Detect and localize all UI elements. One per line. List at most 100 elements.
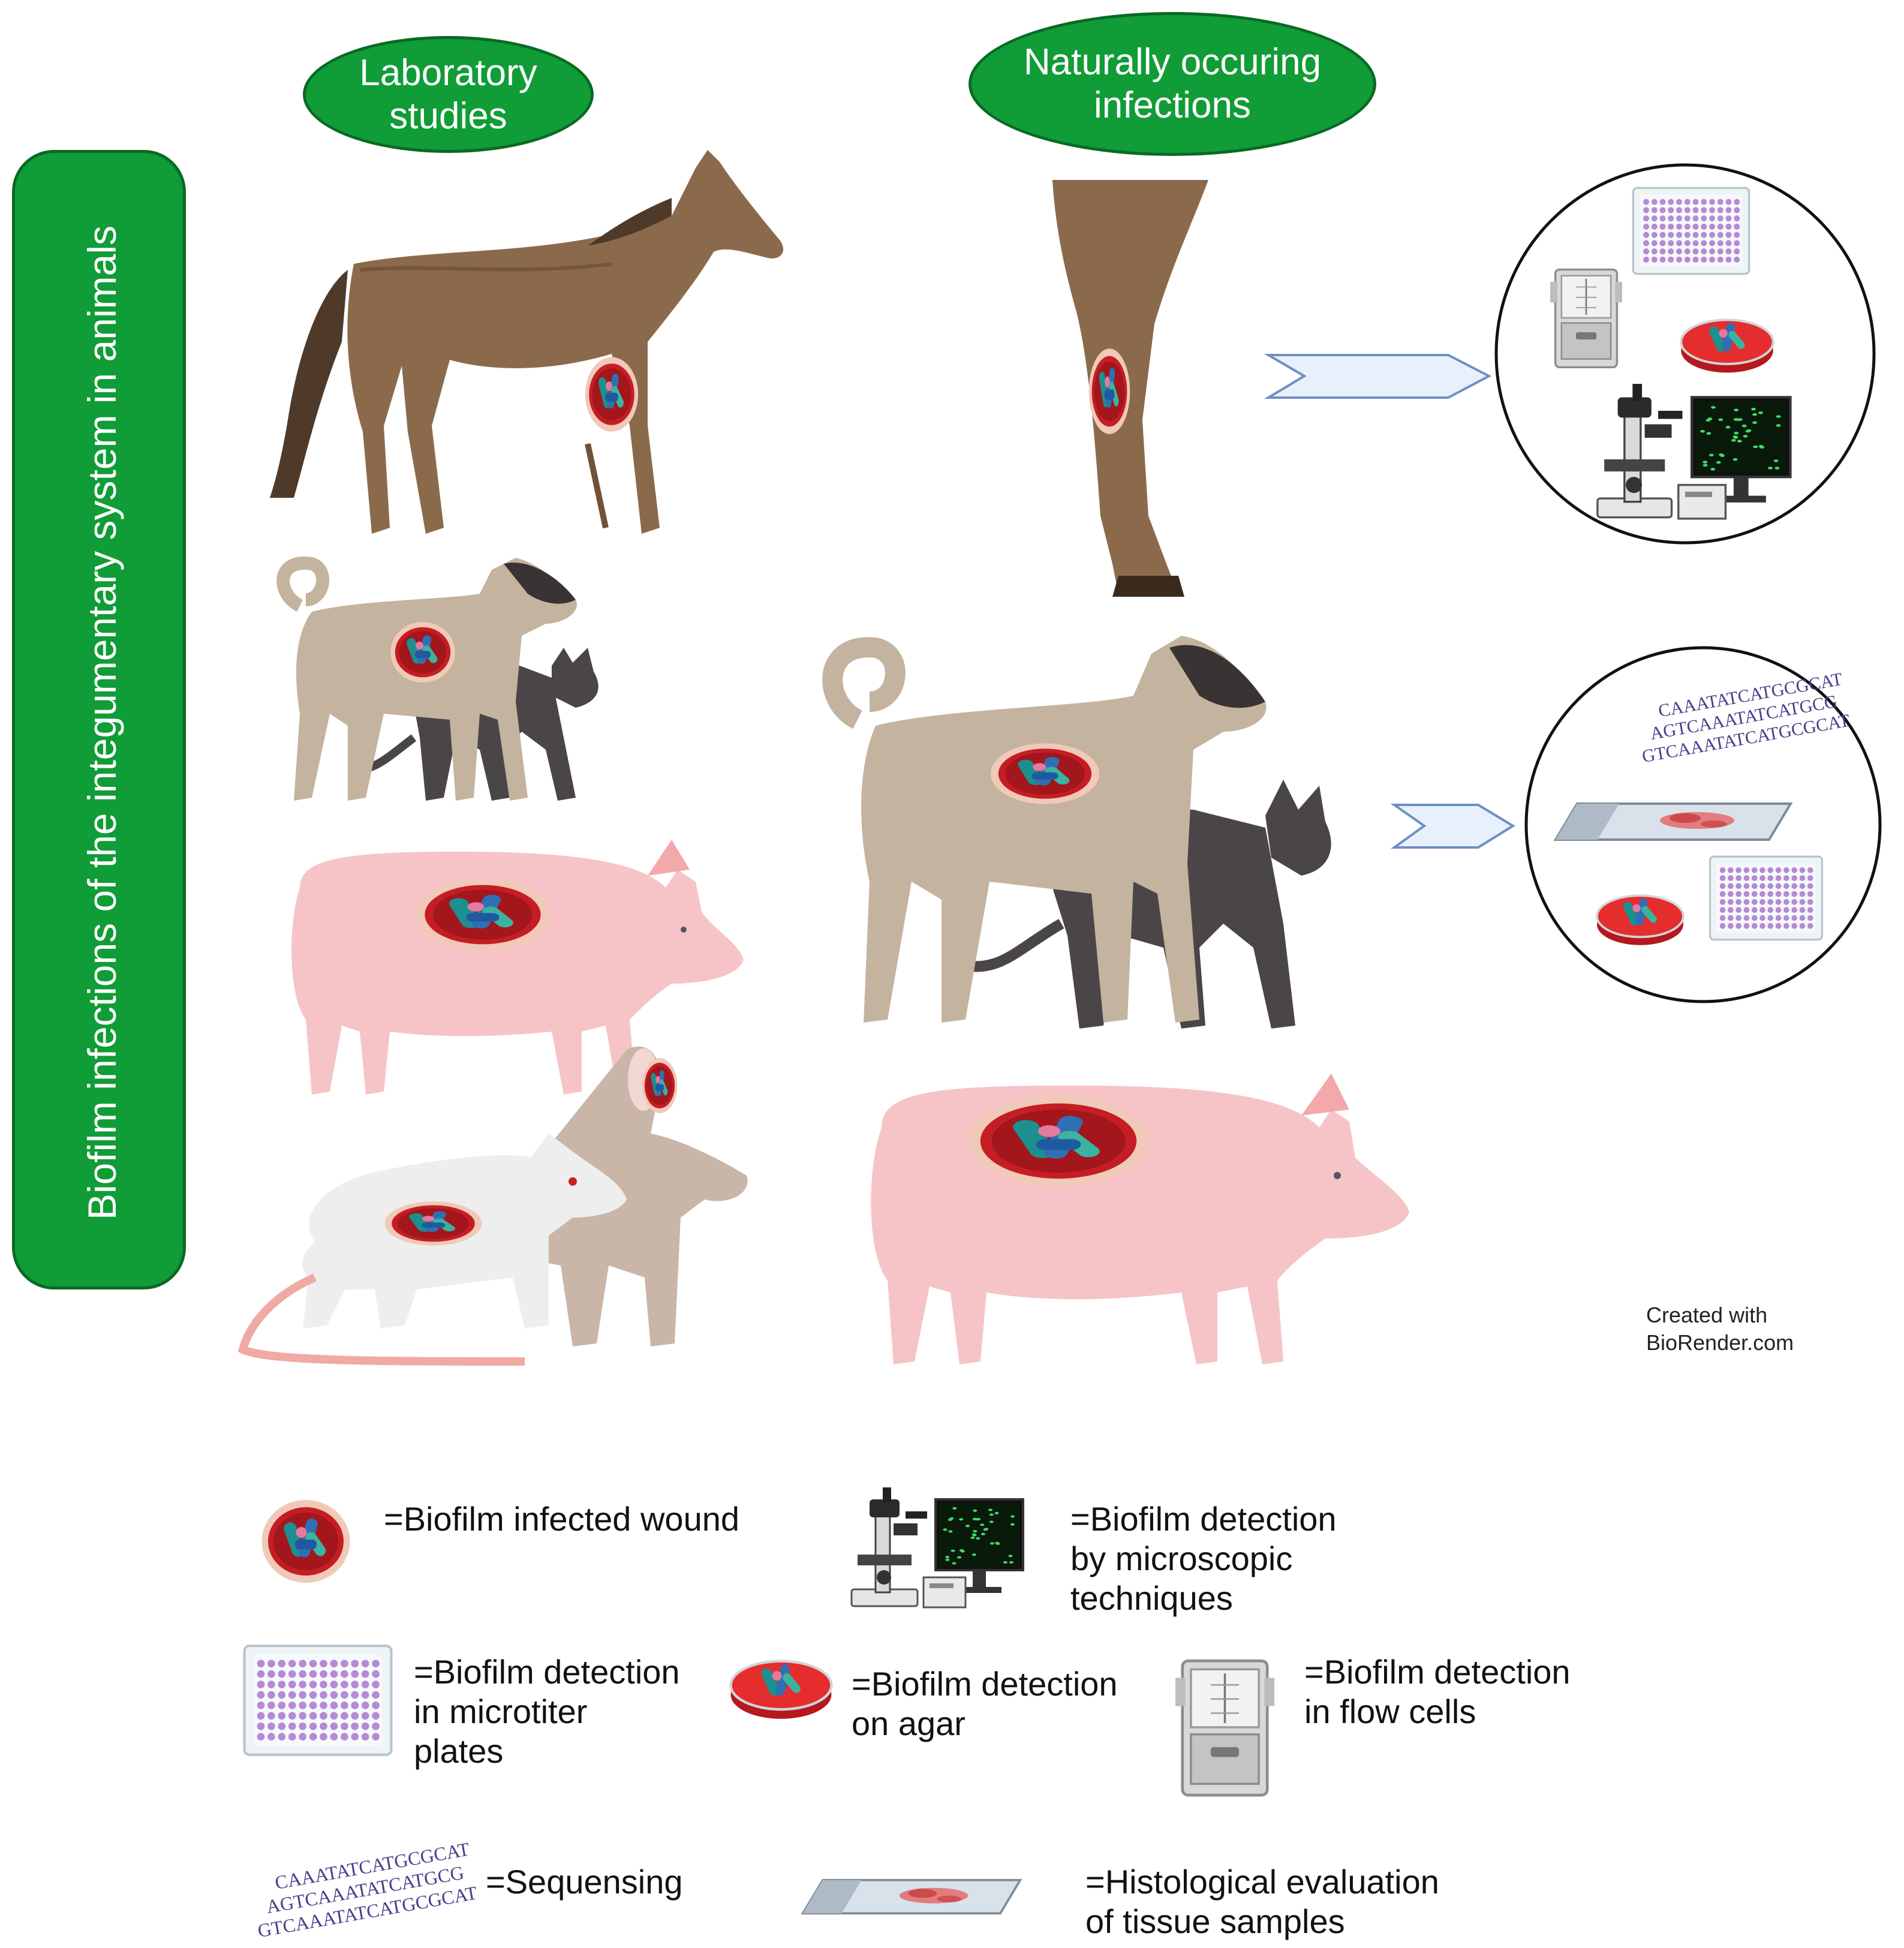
plate-well (320, 1702, 327, 1709)
plate-well (1799, 883, 1806, 889)
rat-rabbit-illustration (237, 1046, 748, 1366)
plate-well (267, 1691, 275, 1699)
legend-wound-label: =Biofilm infected wound (384, 1500, 740, 1538)
plate-well (1767, 907, 1774, 913)
plate-well (372, 1702, 380, 1709)
plate-well (1751, 883, 1758, 889)
legend-line: =Biofilm detection (852, 1665, 1118, 1703)
plate-well (1759, 875, 1765, 881)
plate-well (1651, 223, 1658, 230)
plate-well (278, 1670, 286, 1678)
fluorescent-cell (1703, 464, 1708, 467)
plate-well (1651, 240, 1658, 246)
plate-well (288, 1681, 296, 1688)
plate-well (1684, 256, 1691, 263)
plate-well (1668, 215, 1674, 222)
plate-well (1719, 875, 1726, 881)
plate-well (1701, 215, 1707, 222)
plate-well (1717, 248, 1723, 255)
plate-well (1799, 875, 1806, 881)
plate-well (1775, 922, 1782, 929)
legend-line: techniques (1070, 1579, 1233, 1617)
histology-slide-icon (801, 1874, 1022, 1919)
plate-well (309, 1670, 317, 1678)
plate-well (1735, 883, 1741, 889)
arrow-right-icon (1264, 354, 1492, 399)
plate-well (1668, 232, 1674, 238)
plate-well (1783, 867, 1789, 873)
plate-well (1668, 256, 1674, 263)
fluorescent-cell (973, 1509, 977, 1512)
legend-microtiter-label: =Biofilm detection in microtiter plates (414, 1652, 680, 1771)
fluorescent-cell (943, 1528, 948, 1531)
plate-well (1719, 922, 1726, 929)
plate-well (1807, 899, 1813, 905)
plate-well (1767, 922, 1774, 929)
plate-well (1759, 915, 1765, 921)
plate-well (330, 1691, 338, 1699)
natural-infections-header: Naturally occuring infections (968, 12, 1376, 156)
legend-histology-label: =Histological evaluation of tissue sampl… (1085, 1862, 1439, 1941)
plate-well (320, 1660, 327, 1668)
plate-well (1799, 922, 1806, 929)
plate-well (267, 1733, 275, 1741)
plate-well (278, 1702, 286, 1709)
plate-well (1717, 207, 1723, 214)
fluorescent-cell (952, 1562, 956, 1565)
plate-well (1751, 907, 1758, 913)
fluorescent-cell (1743, 435, 1748, 438)
plate-well (267, 1670, 275, 1678)
plate-well (278, 1722, 286, 1730)
fluorescent-cell (945, 1558, 950, 1561)
fluorescence-dots (1700, 405, 1781, 471)
plate-well (1775, 899, 1782, 905)
plate-well (1709, 256, 1715, 263)
plate-well (1719, 907, 1726, 913)
plate-well (1684, 248, 1691, 255)
arrow-right-icon (1390, 804, 1515, 849)
plate-well (1651, 215, 1658, 222)
plate-well (1719, 891, 1726, 897)
plate-well (299, 1722, 306, 1730)
plate-well (1717, 223, 1723, 230)
fluorescent-cell (1768, 467, 1773, 470)
plate-well (361, 1670, 369, 1678)
fluorescent-cell (1709, 453, 1714, 457)
fluorescent-cell (1732, 435, 1738, 438)
plate-well (1759, 867, 1765, 873)
plate-well (1725, 256, 1732, 263)
plate-well (1725, 232, 1732, 238)
fluorescent-cell (1731, 439, 1736, 442)
plate-well (1734, 215, 1740, 222)
plate-well (257, 1722, 265, 1730)
plate-well (1775, 915, 1782, 921)
header-line: Naturally occuring (1023, 41, 1322, 83)
plate-well (1743, 883, 1750, 889)
plate-well (320, 1681, 327, 1688)
fluorescent-cell (1741, 424, 1747, 428)
plate-well (1759, 883, 1765, 889)
plate-well (1767, 875, 1774, 881)
plate-well (1659, 248, 1666, 255)
plate-well (1643, 232, 1649, 238)
plate-well (320, 1712, 327, 1720)
fluorescent-cell (1725, 426, 1731, 429)
plate-well (1701, 256, 1707, 263)
plate-well (309, 1691, 317, 1699)
plate-well (320, 1722, 327, 1730)
microtiter-plate-icon (1706, 855, 1826, 942)
plate-well (320, 1670, 327, 1678)
plate-well (1709, 199, 1715, 205)
fluorescent-cell (959, 1518, 964, 1521)
plate-well (1791, 891, 1797, 897)
plate-well (330, 1712, 338, 1720)
microscope-icon (1577, 384, 1793, 525)
fluorescent-cell (1010, 1515, 1015, 1518)
plate-well (1692, 256, 1699, 263)
plate-well (257, 1691, 265, 1699)
plate-well (267, 1660, 275, 1668)
plate-well (1717, 240, 1723, 246)
plate-well (309, 1702, 317, 1709)
plate-well (267, 1722, 275, 1730)
agar-plate-icon (729, 1652, 834, 1721)
